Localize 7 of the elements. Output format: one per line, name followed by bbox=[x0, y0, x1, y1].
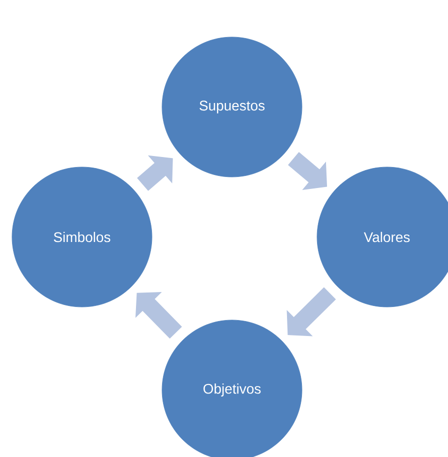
circle-node: Supuestos bbox=[162, 36, 302, 178]
circle-node: Valores bbox=[316, 166, 448, 308]
circle-node: Simbolos bbox=[12, 166, 152, 308]
circle-node: Objetivos bbox=[162, 320, 302, 457]
block-arrow bbox=[286, 287, 336, 336]
block-arrow bbox=[137, 155, 173, 191]
block-arrow bbox=[135, 292, 182, 339]
